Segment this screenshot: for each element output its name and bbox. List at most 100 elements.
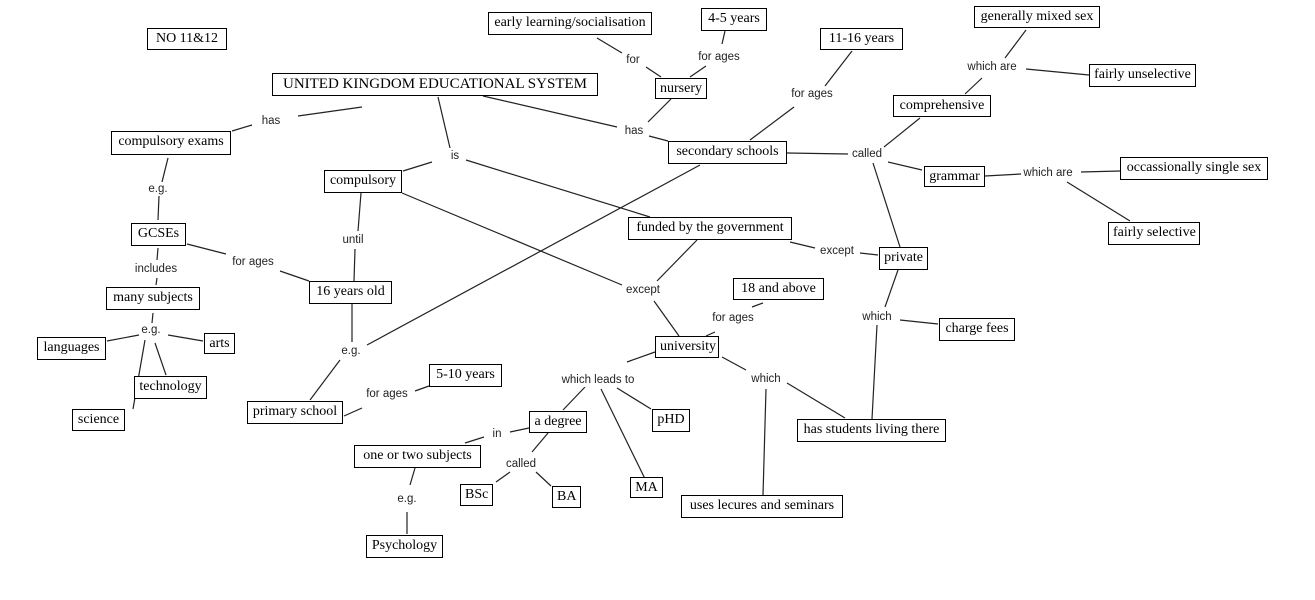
connector-line — [154, 342, 167, 376]
concept-private[interactable]: private — [879, 247, 928, 270]
concept-ma[interactable]: MA — [630, 477, 663, 498]
concept-students-living-there[interactable]: has students living there — [797, 419, 946, 442]
concept-ba[interactable]: BA — [552, 486, 581, 508]
concept-4-5-years[interactable]: 4-5 years — [701, 8, 767, 31]
concept-funded-by-government[interactable]: funded by the government — [628, 217, 792, 240]
connector-line — [749, 106, 795, 141]
connector-line — [656, 239, 698, 282]
link-called-schools: called — [849, 147, 885, 161]
concept-bsc[interactable]: BSc — [460, 484, 493, 506]
concept-a-degree[interactable]: a degree — [529, 411, 587, 433]
connector-line — [437, 96, 451, 149]
link-for-nursery: for — [624, 53, 642, 67]
concept-charge-fees[interactable]: charge fees — [939, 318, 1015, 341]
link-called-degree: called — [503, 457, 539, 471]
link-is: is — [448, 149, 462, 163]
concept-comprehensive[interactable]: comprehensive — [893, 95, 991, 117]
connector-line — [343, 407, 363, 417]
connector-line — [279, 270, 310, 282]
connector-line — [231, 124, 253, 132]
connector-line — [705, 331, 716, 337]
concept-primary-school[interactable]: primary school — [247, 401, 343, 424]
connector-line — [495, 471, 511, 483]
connector-line — [964, 77, 983, 95]
link-eg-psychology: e.g. — [395, 492, 419, 506]
connector-line — [309, 359, 341, 401]
link-which-are-comprehensive: which are — [965, 60, 1019, 74]
concept-secondary-schools[interactable]: secondary schools — [668, 141, 787, 164]
link-for-ages-primary: for ages — [364, 387, 410, 401]
connector-line — [353, 248, 356, 282]
connector-line — [762, 388, 767, 496]
concept-11-16-years[interactable]: 11-16 years — [820, 28, 903, 50]
connector-line — [1066, 181, 1131, 222]
link-has-schools: has — [622, 124, 646, 138]
link-which-leads-to: which leads to — [559, 373, 637, 387]
connector-line — [786, 152, 849, 155]
connector-line — [616, 387, 652, 410]
connector-line — [366, 164, 701, 346]
link-which-university: which — [749, 372, 783, 386]
concept-psychology[interactable]: Psychology — [366, 535, 443, 558]
connector-line — [401, 192, 623, 286]
connector-line — [887, 161, 923, 171]
concept-occasionally-single-sex[interactable]: occassionally single sex — [1120, 157, 1268, 180]
concept-university[interactable]: university — [655, 336, 719, 358]
root-concept[interactable]: UNITED KINGDOM EDUCATIONAL SYSTEM — [272, 73, 598, 96]
concept-one-or-two-subjects[interactable]: one or two subjects — [354, 445, 481, 468]
connector-line — [689, 65, 707, 78]
concept-science[interactable]: science — [72, 409, 125, 431]
connector-line — [531, 432, 549, 453]
connector-line — [884, 269, 899, 308]
connector-line — [509, 427, 530, 433]
connector-line — [465, 159, 651, 218]
connector-line — [161, 157, 169, 183]
connector-line — [106, 334, 140, 342]
concept-fairly-selective[interactable]: fairly selective — [1108, 222, 1200, 245]
connector-line — [414, 385, 430, 392]
connector-line — [1080, 170, 1121, 173]
connector-line — [721, 356, 747, 371]
concept-technology[interactable]: technology — [134, 376, 207, 399]
concept-nursery[interactable]: nursery — [655, 78, 707, 99]
link-has-exams: has — [259, 114, 283, 128]
connector-line — [156, 247, 159, 261]
concept-compulsory-exams[interactable]: compulsory exams — [111, 131, 231, 155]
connector-line — [789, 241, 816, 249]
concept-5-10-years[interactable]: 5-10 years — [429, 364, 502, 387]
connector-line — [157, 195, 160, 221]
note-label[interactable]: NO 11&12 — [147, 28, 227, 50]
connector-line — [1004, 29, 1027, 59]
concept-fairly-unselective[interactable]: fairly unselective — [1089, 64, 1196, 87]
connector-line — [824, 50, 853, 87]
link-eg-subjects: e.g. — [139, 323, 163, 337]
concept-16-years-old[interactable]: 16 years old — [309, 281, 392, 304]
connector-line — [648, 135, 669, 142]
connector-line — [464, 436, 485, 444]
link-for-ages-gcse: for ages — [230, 255, 276, 269]
connector-line — [600, 388, 650, 488]
connector-line — [596, 37, 623, 54]
concept-grammar[interactable]: grammar — [924, 166, 985, 187]
concept-18-and-above[interactable]: 18 and above — [733, 278, 824, 300]
concept-phd[interactable]: pHD — [652, 409, 690, 432]
connector-line — [535, 471, 552, 487]
concept-languages[interactable]: languages — [37, 337, 106, 360]
connector-line — [984, 173, 1022, 177]
concept-lectures-seminars[interactable]: uses lecures and seminars — [681, 495, 843, 518]
connector-line — [626, 351, 656, 363]
concept-early-learning[interactable]: early learning/socialisation — [488, 12, 652, 35]
link-except-university: except — [624, 283, 662, 297]
connector-line — [872, 162, 901, 248]
concept-gcses[interactable]: GCSEs — [131, 223, 186, 246]
link-for-ages-nursery: for ages — [696, 50, 742, 64]
concept-many-subjects[interactable]: many subjects — [106, 287, 200, 310]
concept-compulsory[interactable]: compulsory — [324, 170, 402, 193]
link-eg-gcse: e.g. — [146, 182, 170, 196]
connector-line — [786, 382, 846, 419]
concept-arts[interactable]: arts — [204, 333, 235, 354]
connector-line — [402, 161, 433, 172]
concept-generally-mixed-sex[interactable]: generally mixed sex — [974, 6, 1100, 28]
